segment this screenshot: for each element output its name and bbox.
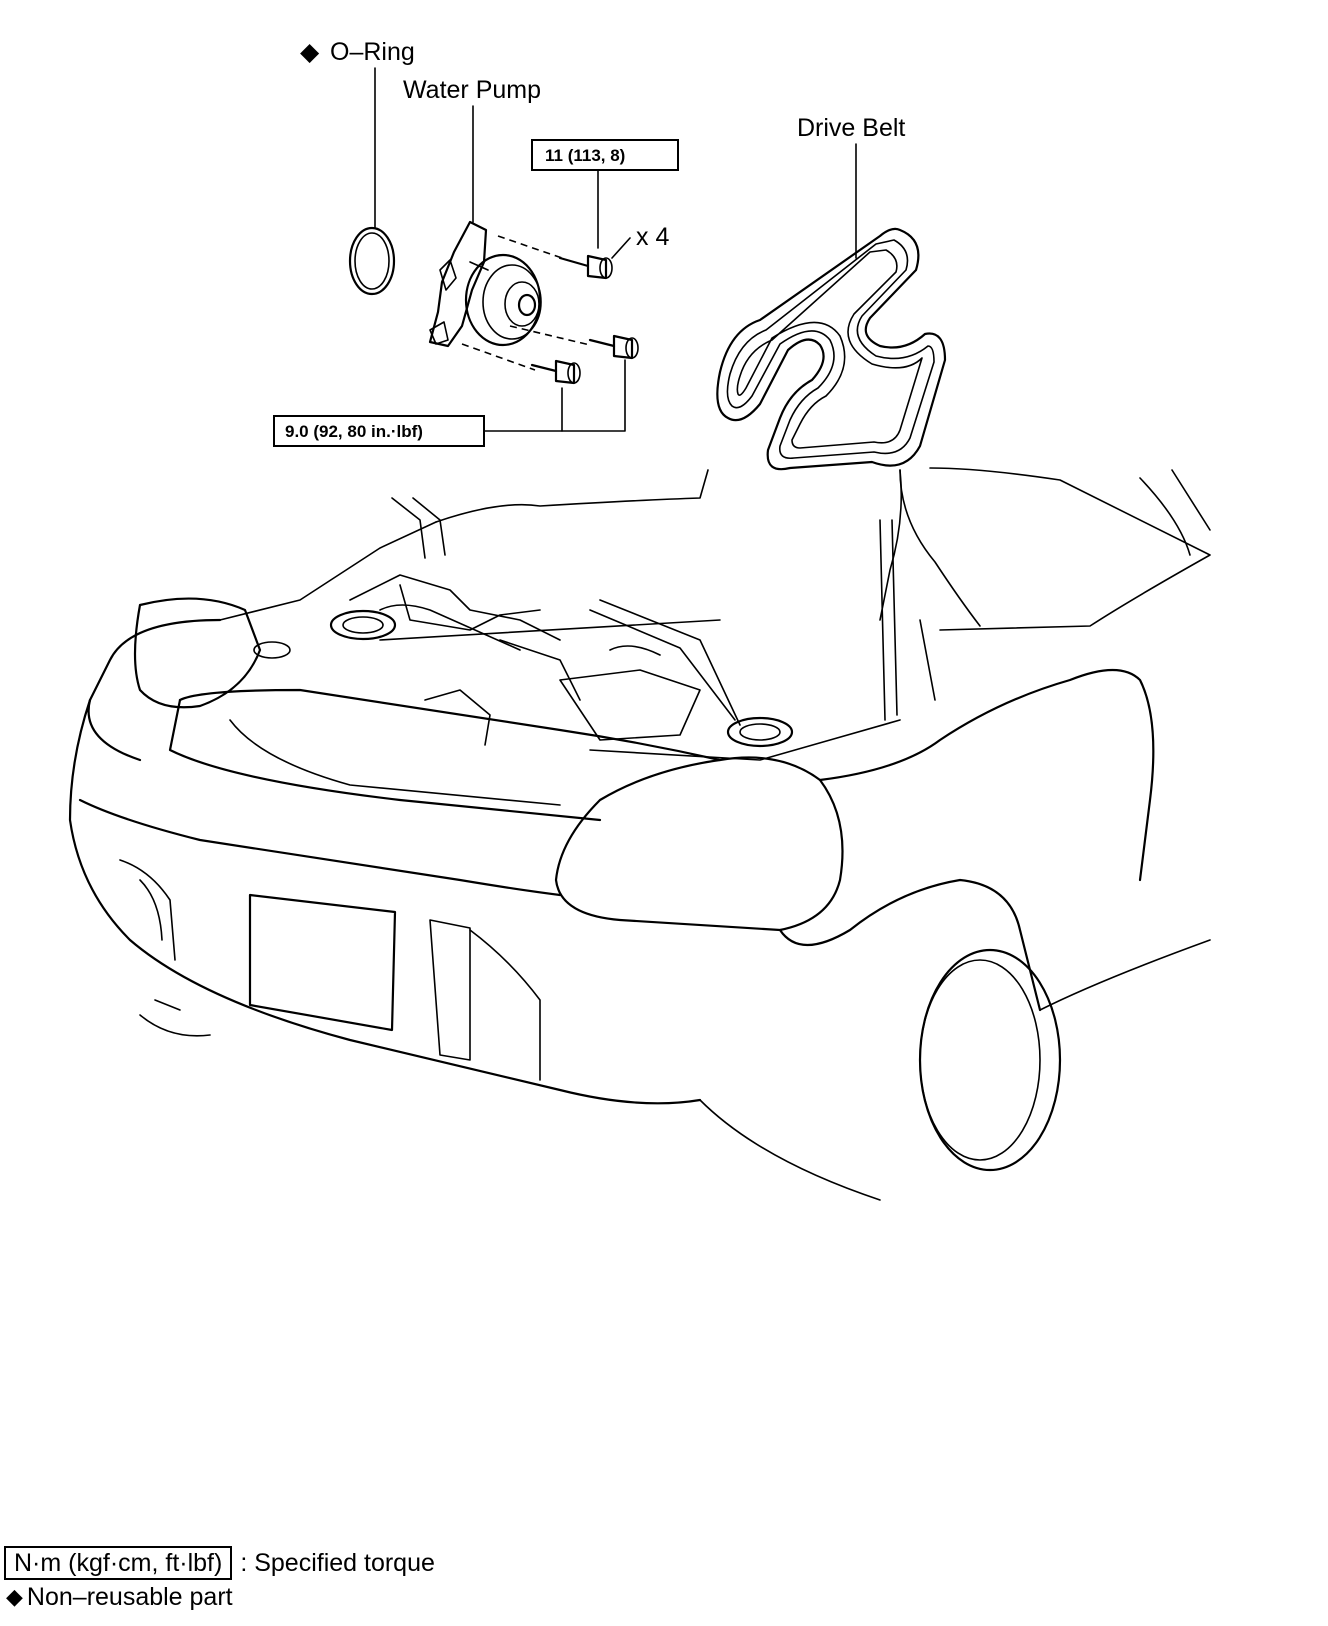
o-ring-label: O–Ring: [330, 38, 415, 66]
legend: N·m (kgf·cm, ft·lbf) : Specified torque …: [0, 1546, 600, 1614]
legend-non-reusable-row: ◆ Non–reusable part: [0, 1580, 600, 1614]
bolt-alignment-dashes: [461, 235, 591, 371]
bolt-lower: [530, 359, 581, 385]
svg-text:9.0 (92, 80 in.·lbf): 9.0 (92, 80 in.·lbf): [285, 422, 423, 441]
car-illustration: [68, 467, 1211, 1201]
water-pump-label: Water Pump: [403, 76, 541, 104]
water-pump: [428, 220, 542, 348]
o-ring: [348, 226, 396, 296]
drive-belt-label: Drive Belt: [797, 114, 905, 142]
legend-torque-units: N·m (kgf·cm, ft·lbf): [4, 1546, 233, 1580]
diamond-marker-icon: ◆: [6, 1584, 23, 1609]
svg-text:11 (113, 8): 11 (113, 8): [545, 146, 625, 165]
bolt-middle: [588, 334, 639, 360]
water-pump-exploded-diagram: ◆ O–Ring Water Pump Drive Belt x 4 11 (1…: [68, 38, 1211, 1201]
torque-box-upper: 11 (113, 8): [531, 139, 679, 171]
bolt-count-label: x 4: [636, 223, 669, 251]
bolt-upper: [558, 254, 613, 280]
leader-lines: [374, 67, 857, 432]
torque-box-lower: 9.0 (92, 80 in.·lbf): [273, 415, 485, 447]
drive-belt: [716, 227, 947, 471]
legend-torque-row: N·m (kgf·cm, ft·lbf) : Specified torque: [0, 1546, 600, 1580]
o-ring-marker: ◆: [300, 38, 320, 66]
legend-non-reusable: Non–reusable part: [26, 1582, 233, 1611]
legend-torque-desc: : Specified torque: [240, 1548, 435, 1577]
